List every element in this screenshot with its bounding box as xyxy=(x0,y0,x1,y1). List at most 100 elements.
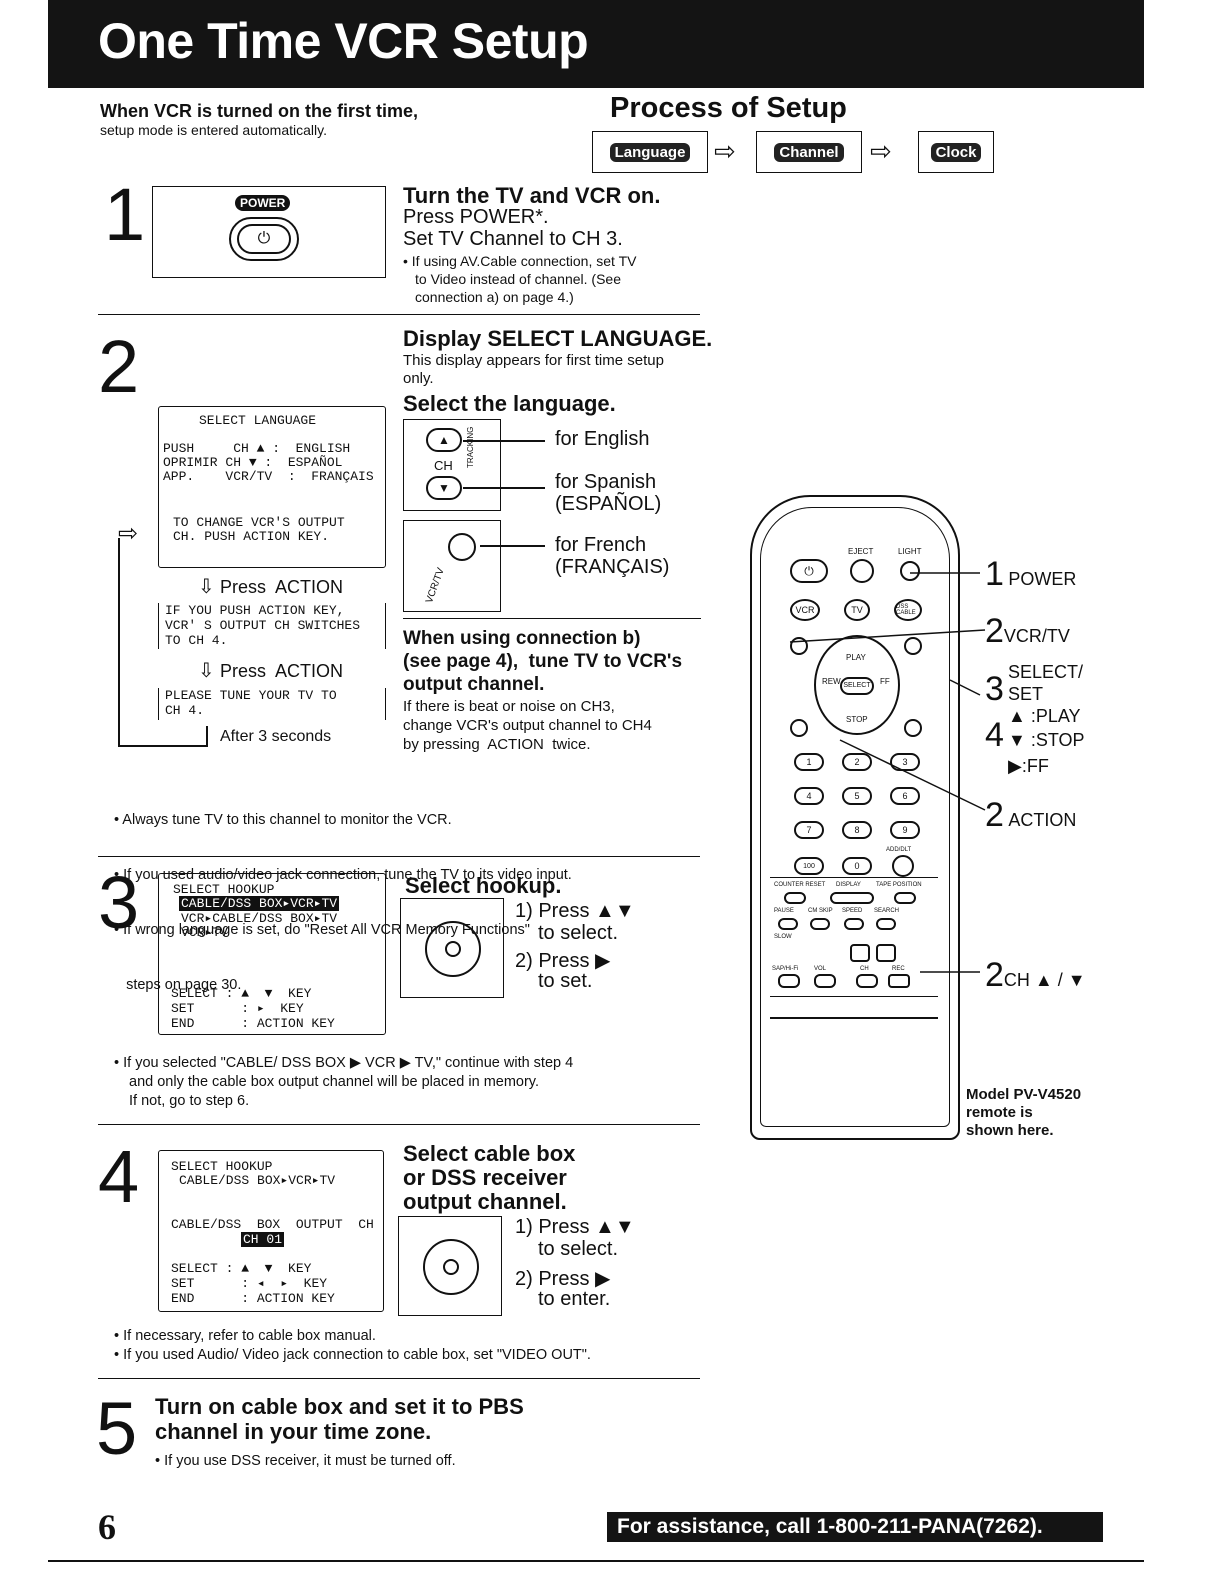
divider xyxy=(98,1378,700,1379)
page-number: 6 xyxy=(98,1507,116,1547)
osd-tune-info: PLEASE TUNE YOUR TV TO CH 4. xyxy=(158,688,386,720)
step1-title: Turn the TV and VCR on. xyxy=(403,183,661,208)
arrow-right-icon: ⇨ xyxy=(870,136,892,166)
eject-label: EJECT xyxy=(848,547,874,556)
model-caption: Model PV-V4520 remote is shown here. xyxy=(966,1086,1082,1139)
tracking-label: TRACKING xyxy=(466,426,475,468)
leader-line xyxy=(463,487,545,489)
ch-down-button-icon: ▼ xyxy=(426,476,462,500)
callout-label: 2VCR/TV xyxy=(985,612,1070,650)
eject-button-icon xyxy=(850,559,874,583)
vcrtv-button-icon xyxy=(448,533,476,561)
step3-instr: 1) Press ▲▼ xyxy=(515,900,635,922)
for-french-label: for French xyxy=(555,534,647,556)
for-english-label: for English xyxy=(555,428,650,450)
digit-button: 2 xyxy=(842,753,872,771)
digit-button: 4 xyxy=(794,787,824,805)
input-button-icon xyxy=(904,637,922,655)
step5-title: Turn on cable box and set it to PBS xyxy=(155,1394,524,1419)
step-number: 5 xyxy=(96,1387,138,1470)
connection-desc: by pressing ACTION twice. xyxy=(403,736,591,753)
remote-control: EJECT LIGHT ⏻ VCR TV DSS CABLE PLAY REW … xyxy=(750,495,960,1140)
osd-select-hookup: SELECT HOOKUP CABLE/DSS BOX▸VCR▸TV VCR▸C… xyxy=(158,873,386,1035)
add-dlt-label: ADD/DLT xyxy=(886,847,912,853)
action-button-icon xyxy=(790,719,808,737)
vcrtv-button-illustration: VCR/TV xyxy=(403,520,501,612)
callout-label: 2CH ▲ / ▼ xyxy=(985,956,1086,994)
divider xyxy=(98,1124,700,1125)
leader-line xyxy=(480,545,545,547)
step2-bullets: • Always tune TV to this channel to moni… xyxy=(114,812,572,993)
callout-lines xyxy=(789,572,986,973)
digit-button: 9 xyxy=(890,821,920,839)
step4-instr: to enter. xyxy=(538,1288,611,1310)
power-label: POWER xyxy=(235,195,291,211)
header-bar: One Time VCR Setup xyxy=(48,0,1144,88)
down-arrow-icon: ⇩ xyxy=(198,576,215,598)
intro-bold: When VCR is turned on the first time, xyxy=(100,101,419,121)
divider xyxy=(98,314,700,315)
digit-button: 1 xyxy=(794,753,824,771)
ch-buttons-illustration: ▲ CH ▼ TRACKING xyxy=(403,419,501,511)
digit-button: 8 xyxy=(842,821,872,839)
assistance-banner: For assistance, call 1-800-211-PANA(7262… xyxy=(607,1512,1103,1542)
step1-line: Press POWER*. xyxy=(403,206,549,228)
vcrtv-label: VCR/TV xyxy=(424,566,447,605)
step2-title: Display SELECT LANGUAGE. xyxy=(403,326,713,351)
digit-button: 3 xyxy=(890,753,920,771)
light-label: LIGHT xyxy=(898,547,922,556)
step4-title: or DSS receiver xyxy=(403,1165,567,1190)
step5-note: • If you use DSS receiver, it must be tu… xyxy=(155,1453,456,1469)
osd-action-info: IF YOU PUSH ACTION KEY, VCR' S OUTPUT CH… xyxy=(158,603,386,649)
step1-note: connection a) on page 4.) xyxy=(415,289,574,305)
arrow-right-icon: ⇨ xyxy=(714,136,736,166)
for-spanish-label: (ESPAÑOL) xyxy=(555,493,662,515)
step2-desc: only. xyxy=(403,370,434,387)
for-spanish-label: for Spanish xyxy=(555,471,657,493)
function-panel: COUNTER RESET DISPLAY TAPE POSITION PAUS… xyxy=(770,877,938,997)
step-number: 4 xyxy=(98,1135,140,1218)
nav-pad-icon xyxy=(425,921,481,977)
digit-button: 5 xyxy=(842,787,872,805)
vcrtv-button-icon xyxy=(790,637,808,655)
connection-desc: change VCR's output channel to CH4 xyxy=(403,717,652,734)
callout-label: 4 xyxy=(985,716,1004,754)
connection-title: output channel. xyxy=(403,674,545,695)
callout-label: SET xyxy=(1008,684,1044,704)
step-number: 2 xyxy=(98,325,140,408)
step3-instr: to select. xyxy=(538,922,619,944)
callout-label: SELECT/ xyxy=(1008,662,1084,682)
callout-label: ▶:FF xyxy=(1008,756,1049,776)
callout-label: 3 xyxy=(985,670,1004,708)
step3-instr: 2) Press ▶ xyxy=(515,950,611,972)
callout-label: 1 POWER xyxy=(985,555,1077,593)
prog-button-icon xyxy=(904,719,922,737)
step5-title: channel in your time zone. xyxy=(155,1419,432,1444)
step1-note: • If using AV.Cable connection, set TV xyxy=(403,253,637,269)
callout-label: 2 ACTION xyxy=(985,796,1077,834)
digit-button: 0 xyxy=(842,857,872,875)
step2-desc: This display appears for first time setu… xyxy=(403,352,664,369)
power-illustration: POWER ⏻ xyxy=(152,186,386,278)
dss-cable-button: DSS CABLE xyxy=(894,599,922,621)
divider xyxy=(98,856,700,857)
step4-instr: to select. xyxy=(538,1238,619,1260)
digit-button: 100 xyxy=(794,857,824,875)
loop-line xyxy=(206,726,208,747)
select-language-title: Select the language. xyxy=(403,391,616,416)
digit-button: 6 xyxy=(890,787,920,805)
callout-label: ▼ :STOP xyxy=(1008,730,1085,750)
down-arrow-icon: ⇩ xyxy=(198,660,215,682)
connection-desc: If there is beat or noise on CH3, xyxy=(403,698,615,715)
digit-button: 7 xyxy=(794,821,824,839)
footer-rule xyxy=(48,1560,1144,1562)
after-label: After 3 seconds xyxy=(220,728,332,745)
select-button: SELECT xyxy=(840,677,874,695)
intro-sub: setup mode is entered automatically. xyxy=(100,122,327,138)
press-action-label: Press ACTION xyxy=(220,661,344,681)
nav-pad-icon xyxy=(423,1239,479,1295)
ch-label: CH xyxy=(434,458,453,473)
loop-line xyxy=(118,745,208,747)
divider xyxy=(403,618,701,619)
osd-select-language: SELECT LANGUAGE PUSH CH ▲ : ENGLISH OPRI… xyxy=(158,406,386,568)
